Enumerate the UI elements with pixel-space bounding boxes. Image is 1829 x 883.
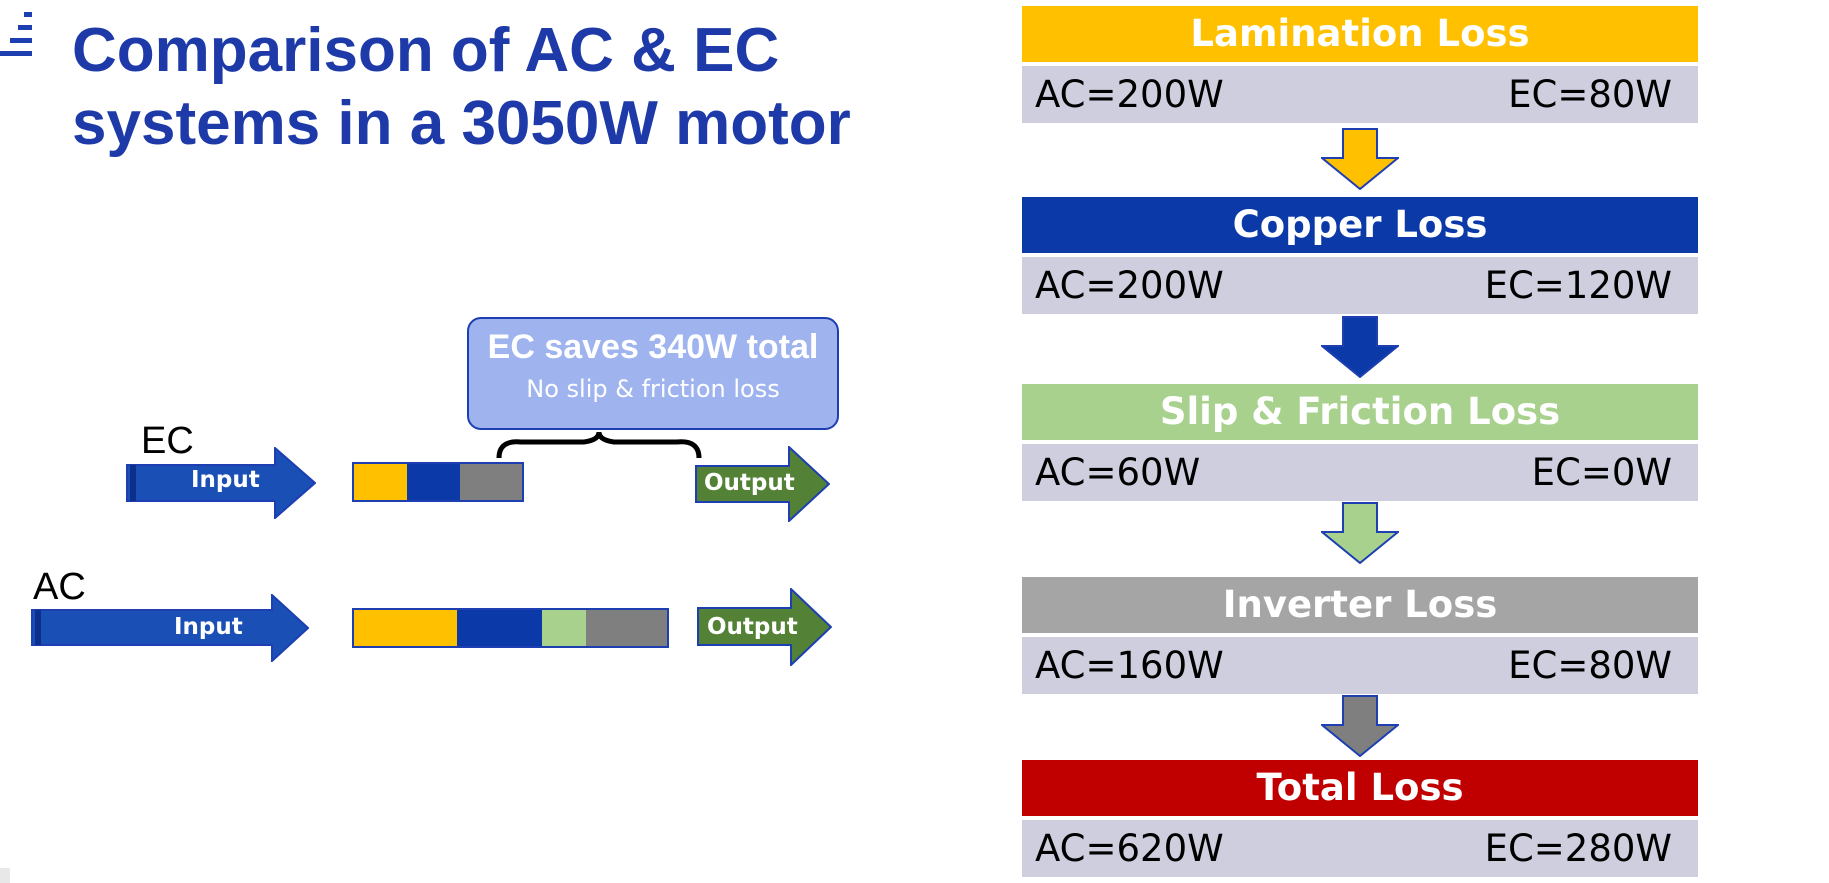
ac-lamination-segment xyxy=(354,610,457,646)
ec-copper-segment xyxy=(407,464,460,500)
ec-value: EC=0W xyxy=(1531,451,1672,494)
brace-icon xyxy=(496,431,702,459)
ec-output-label: Output xyxy=(704,470,795,496)
ac-value: AC=200W xyxy=(1035,264,1224,307)
ec-value: EC=120W xyxy=(1484,264,1672,307)
ec-label: EC xyxy=(141,420,194,462)
down-arrow-icon xyxy=(1321,128,1399,190)
stage-values: AC=620W EC=280W xyxy=(1022,820,1698,877)
ac-output-label: Output xyxy=(707,614,798,640)
title-line-1: Comparison of AC & EC xyxy=(72,16,780,85)
savings-callout: EC saves 340W total No slip & friction l… xyxy=(467,317,839,430)
ac-copper-segment xyxy=(457,610,542,646)
stage-values: AC=60W EC=0W xyxy=(1022,444,1698,501)
ac-inverter-segment xyxy=(586,610,667,646)
down-arrow-icon xyxy=(1321,316,1399,378)
title-accent-icon xyxy=(0,12,32,62)
ac-value: AC=60W xyxy=(1035,451,1201,494)
stage-inverter: Inverter Loss AC=160W EC=80W xyxy=(1022,577,1698,694)
ac-loss-bar xyxy=(352,608,669,648)
down-arrow-icon xyxy=(1321,695,1399,757)
ec-value: EC=80W xyxy=(1508,73,1672,116)
ac-input-label: Input xyxy=(174,614,243,640)
callout-title: EC saves 340W total xyxy=(487,328,819,366)
stage-total: Total Loss AC=620W EC=280W xyxy=(1022,760,1698,877)
ac-slip-segment xyxy=(542,610,586,646)
ec-value: EC=80W xyxy=(1508,644,1672,687)
stage-header: Copper Loss xyxy=(1022,197,1698,253)
ac-input-arrow-icon xyxy=(31,594,309,662)
stage-lamination: Lamination Loss AC=200W EC=80W xyxy=(1022,6,1698,123)
ec-value: EC=280W xyxy=(1484,827,1672,870)
down-arrow-icon xyxy=(1321,502,1399,564)
ec-input-arrow-icon xyxy=(126,447,316,519)
corner-mark xyxy=(0,868,10,883)
stage-header: Lamination Loss xyxy=(1022,6,1698,62)
ec-output-arrow-icon xyxy=(695,446,830,522)
ac-output-arrow-icon xyxy=(697,588,832,666)
ac-value: AC=620W xyxy=(1035,827,1224,870)
stage-slip-friction: Slip & Friction Loss AC=60W EC=0W xyxy=(1022,384,1698,501)
ac-label: AC xyxy=(33,566,86,608)
stage-values: AC=160W EC=80W xyxy=(1022,637,1698,694)
ec-inverter-segment xyxy=(460,464,522,500)
page-title: Comparison of AC & EC systems in a 3050W… xyxy=(72,14,952,160)
stage-header: Total Loss xyxy=(1022,760,1698,816)
callout-subtitle: No slip & friction loss xyxy=(526,375,780,403)
stage-values: AC=200W EC=120W xyxy=(1022,257,1698,314)
stage-values: AC=200W EC=80W xyxy=(1022,66,1698,123)
ec-lamination-segment xyxy=(354,464,407,500)
stage-header: Slip & Friction Loss xyxy=(1022,384,1698,440)
ec-input-label: Input xyxy=(191,467,260,493)
title-line-2: systems in a 3050W motor xyxy=(72,89,851,158)
ac-value: AC=200W xyxy=(1035,73,1224,116)
ec-loss-bar xyxy=(352,462,524,502)
stage-copper: Copper Loss AC=200W EC=120W xyxy=(1022,197,1698,314)
stage-header: Inverter Loss xyxy=(1022,577,1698,633)
ac-value: AC=160W xyxy=(1035,644,1224,687)
